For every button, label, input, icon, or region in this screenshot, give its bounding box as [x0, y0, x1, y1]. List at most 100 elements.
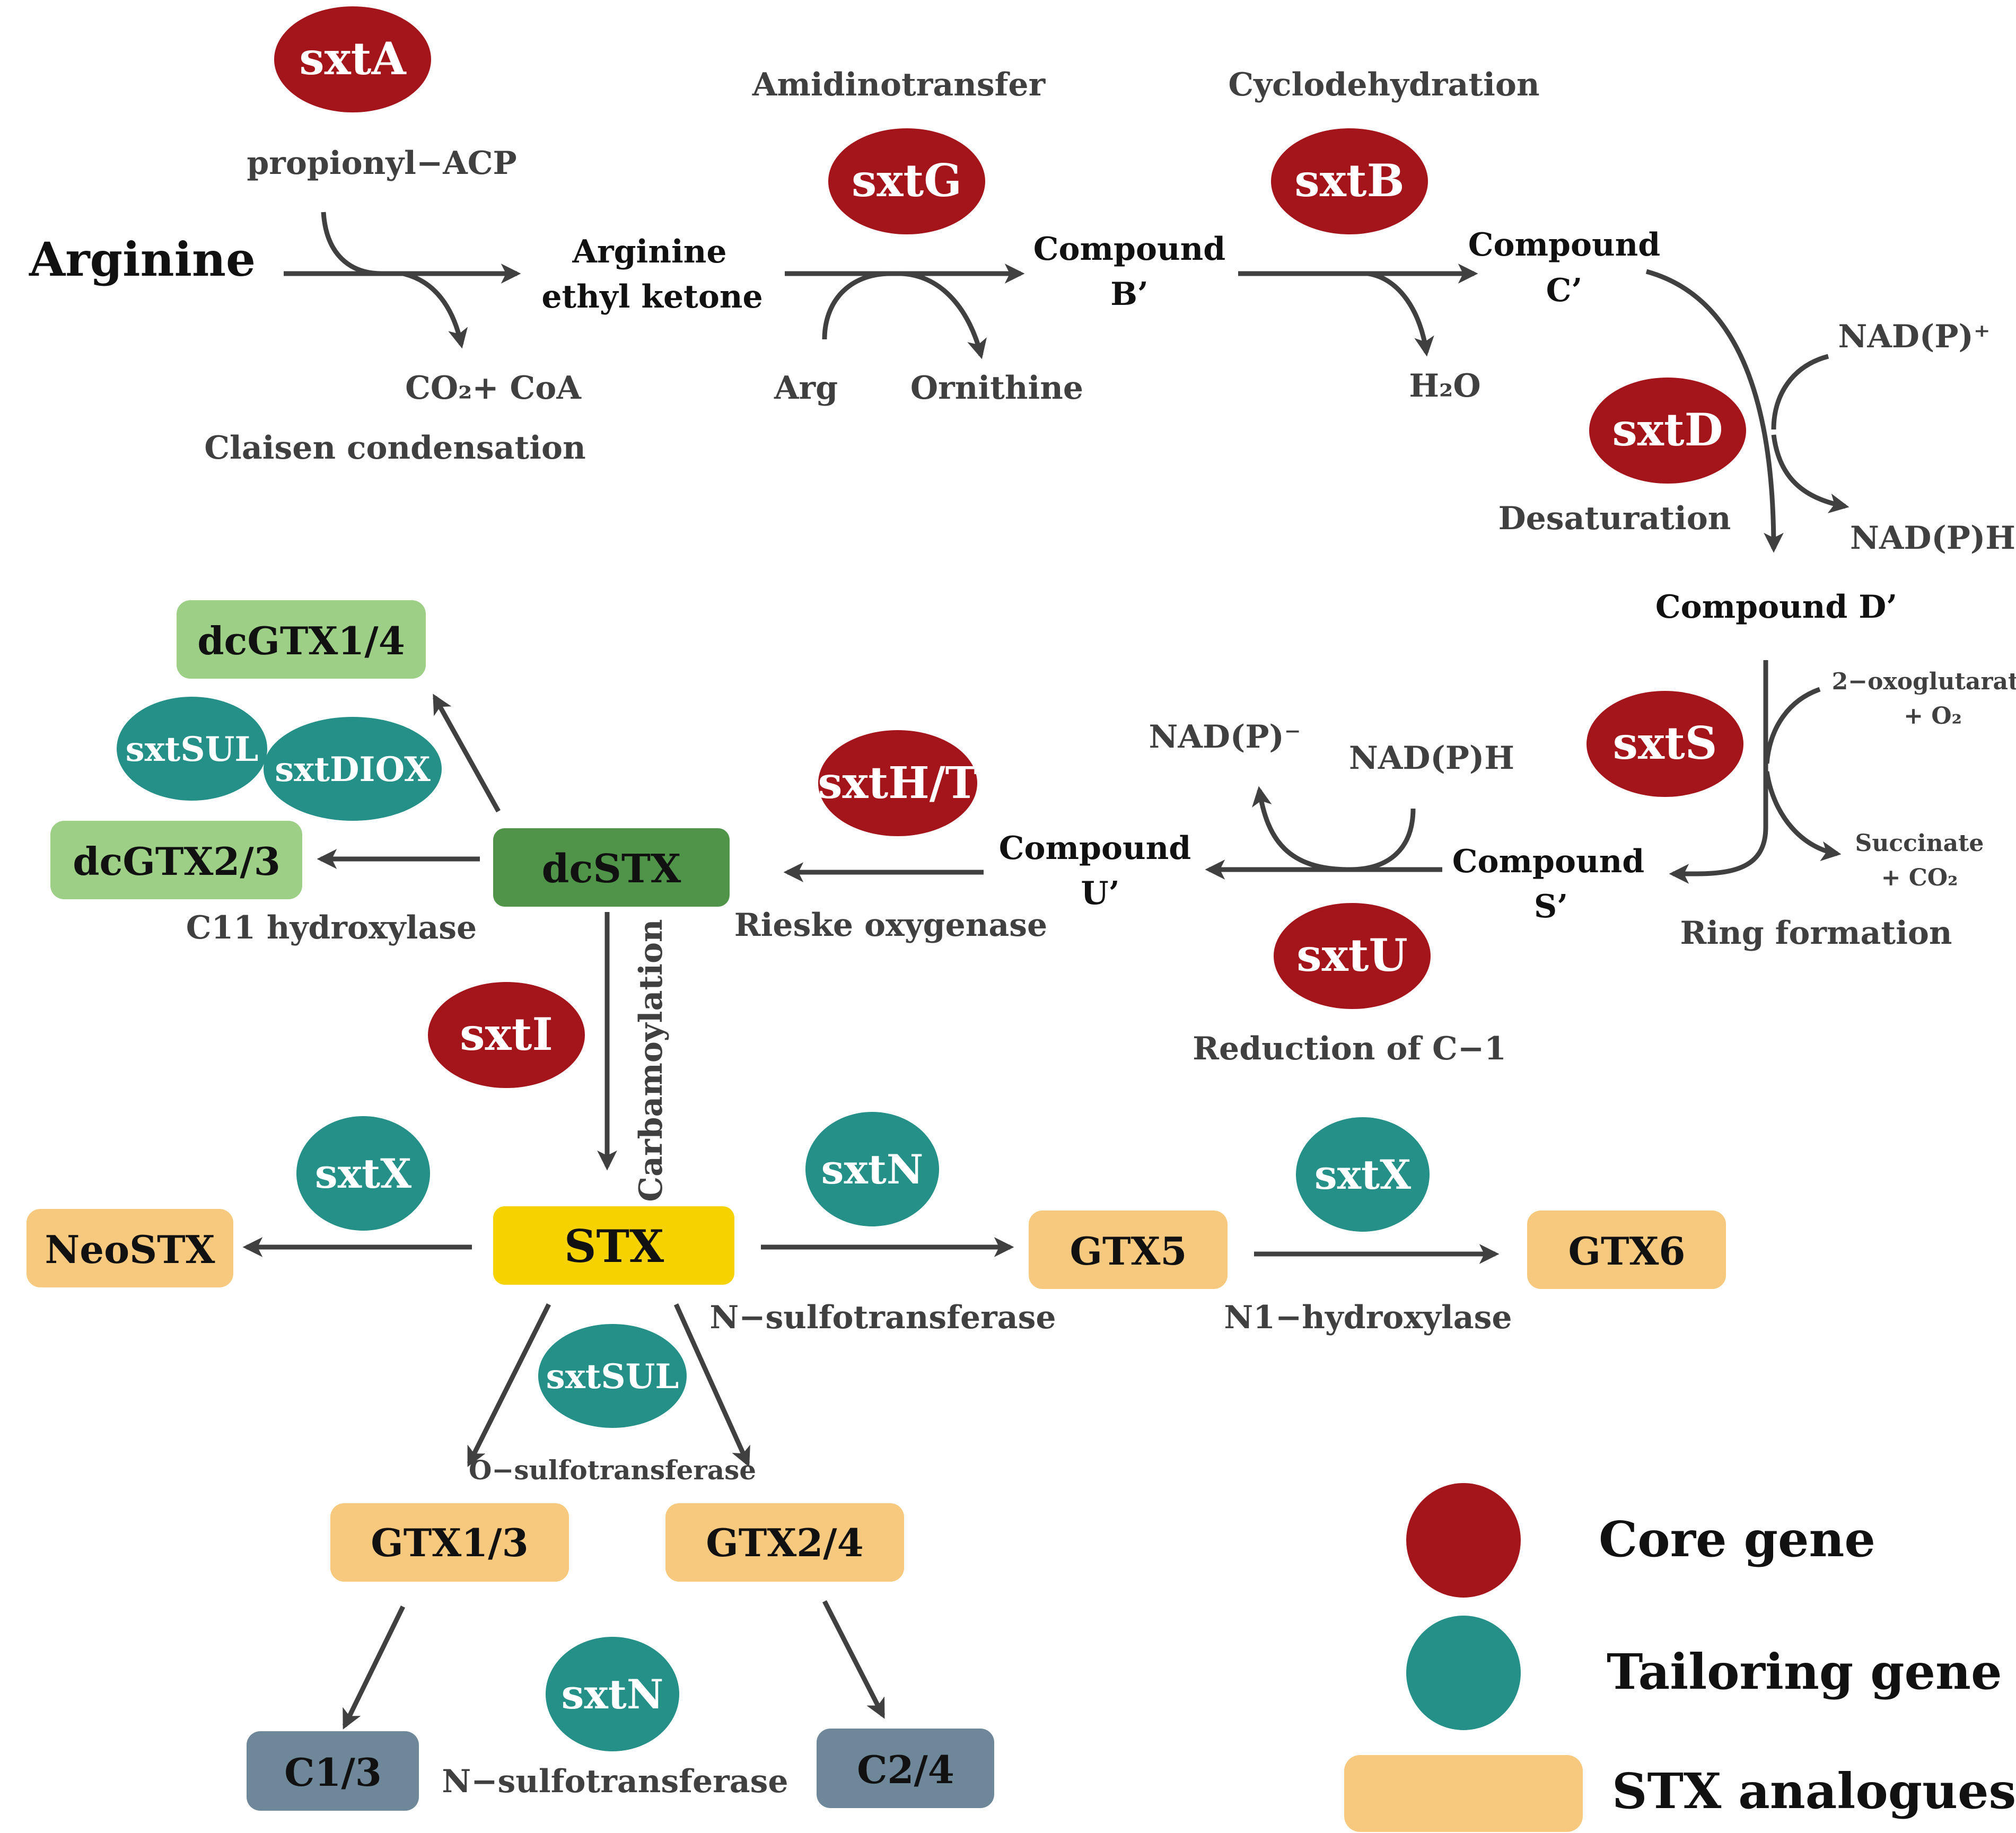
curve-propionyl-in — [321, 212, 382, 276]
gene-sxtn-top: sxtN — [805, 1112, 939, 1226]
arrow-dcstx-to-dcgtx14 — [433, 694, 501, 813]
dcgtx14-box: dcGTX1/4 — [177, 600, 426, 679]
nadph-label-u: NAD(P)H — [1349, 740, 1514, 777]
nadph-label-d: NAD(P)H — [1850, 520, 2015, 557]
stx-box: STX — [493, 1206, 734, 1285]
rieske-oxygenase-label: Rieske oxygenase — [734, 907, 1047, 944]
gene-sxtx-left: sxtX — [296, 1116, 430, 1231]
legend-tailoring-swatch — [1406, 1616, 1521, 1730]
legend: Core gene Tailoring gene STX analogues — [1344, 1483, 2016, 1832]
gene-sxtsul-bottom: sxtSUL — [538, 1324, 687, 1428]
gtx5-label: GTX5 — [1070, 1229, 1187, 1274]
curve-nadp-in — [1771, 354, 1829, 430]
gene-sxtsul-top: sxtSUL — [117, 697, 267, 801]
legend-analogues-label: STX analogues — [1612, 1762, 2016, 1820]
co2-label: + CO₂ — [1881, 864, 1958, 891]
arginine-label: Arginine — [29, 232, 256, 287]
c11-hydroxylase-label: C11 hydroxylase — [186, 909, 477, 946]
compound-d-label: Compound D’ — [1655, 589, 1897, 626]
nadp-minus-label: NAD(P)⁻ — [1149, 718, 1301, 756]
compound-c-line1: Compound — [1468, 226, 1660, 264]
oxoglutarate-label: 2−oxoglutarate — [1832, 668, 2016, 695]
gene-sxtx-right-label: sxtX — [1314, 1151, 1411, 1198]
c24-box: C2/4 — [817, 1729, 994, 1808]
gene-sxta: sxtA — [274, 6, 431, 112]
gene-sxtn-bottom: sxtN — [546, 1637, 679, 1751]
gene-sxti-label: sxtI — [460, 1008, 553, 1060]
curve-h2o-out — [1368, 271, 1434, 357]
o2-label: + O₂ — [1904, 703, 1962, 730]
neostx-box: NeoSTX — [27, 1209, 233, 1287]
arrow-d-to-s — [1669, 660, 1768, 884]
arginine-ethyl-ketone-line2: ethyl ketone — [541, 278, 762, 315]
gene-sxtd: sxtD — [1589, 378, 1746, 484]
curve-arg-in — [822, 271, 891, 340]
legend-analogue-swatch — [1344, 1755, 1583, 1832]
gtx5-box: GTX5 — [1029, 1211, 1228, 1289]
amidinotransfer-label: Amidinotransfer — [752, 66, 1046, 103]
dcgtx14-label: dcGTX1/4 — [197, 618, 405, 663]
gene-sxtx-right: sxtX — [1296, 1117, 1430, 1232]
dcstx-box: dcSTX — [493, 828, 730, 907]
legend-core-swatch — [1406, 1483, 1521, 1598]
gtx24-box: GTX2/4 — [665, 1503, 904, 1582]
n-sulfotransferase-bottom-label: N−sulfotransferase — [442, 1763, 788, 1800]
compound-s-line1: Compound — [1452, 843, 1644, 880]
desaturation-label: Desaturation — [1498, 500, 1731, 537]
legend-tailoring-label: Tailoring gene — [1607, 1643, 2002, 1700]
reduction-c1-label: Reduction of C−1 — [1193, 1030, 1506, 1067]
dcgtx23-label: dcGTX2/3 — [73, 839, 281, 884]
gene-sxti: sxtI — [428, 982, 585, 1088]
pathway-arrows — [242, 212, 1850, 1730]
curve-nadp-out — [1252, 786, 1350, 872]
cyclodehydration-label: Cyclodehydration — [1228, 66, 1539, 103]
co2-coa-label: CO₂+ CoA — [405, 370, 582, 407]
gene-sxtb: sxtB — [1271, 128, 1428, 234]
gene-sxtg-label: sxtG — [852, 154, 962, 207]
gtx6-box: GTX6 — [1527, 1211, 1726, 1289]
arg-label: Arg — [774, 370, 838, 407]
o-sulfotransferase-label: O−sulfotransferase — [469, 1454, 756, 1486]
compound-b-line2: B’ — [1110, 276, 1149, 313]
compound-b-line1: Compound — [1033, 231, 1225, 268]
gene-sxtdiox: sxtDIOX — [264, 717, 442, 821]
gene-sxtu: sxtU — [1274, 903, 1431, 1009]
curve-co2-out — [402, 271, 468, 349]
gene-sxtu-label: sxtU — [1296, 929, 1407, 981]
curve-ornithine-out — [901, 271, 987, 359]
compound-c-line2: C’ — [1546, 272, 1583, 309]
arrow-stx-to-gtx13 — [467, 1303, 551, 1467]
gene-sxtht: sxtH/T — [818, 730, 978, 836]
compound-u-line1: Compound — [999, 830, 1191, 867]
arginine-ethyl-ketone-line1: Arginine — [572, 233, 726, 270]
arrow-gtx24-to-c24 — [822, 1600, 886, 1719]
gene-sxtg: sxtG — [828, 128, 985, 234]
nadp-plus-label: NAD(P)⁺ — [1838, 318, 1991, 355]
gene-sxta-label: sxtA — [299, 32, 407, 85]
dcgtx23-box: dcGTX2/3 — [50, 821, 302, 899]
ornithine-label: Ornithine — [910, 370, 1083, 407]
curve-oxoglutarate-in — [1764, 687, 1821, 764]
gene-sxtd-label: sxtD — [1612, 404, 1723, 456]
gtx6-label: GTX6 — [1568, 1229, 1685, 1274]
h2o-label: H₂O — [1409, 367, 1480, 405]
curve-succinate-out — [1764, 771, 1842, 862]
neostx-label: NeoSTX — [45, 1227, 215, 1272]
stx-label: STX — [564, 1220, 664, 1273]
succinate-label: Succinate — [1855, 830, 1984, 857]
curve-nadph-out — [1771, 434, 1850, 513]
gtx13-label: GTX1/3 — [371, 1520, 528, 1565]
compound-u-line2: U’ — [1081, 875, 1119, 912]
carbamoylation-label: Carbamoylation — [633, 919, 670, 1201]
gene-sxtx-left-label: sxtX — [315, 1150, 411, 1197]
compound-s-line2: S’ — [1534, 888, 1568, 925]
curve-nadph-in — [1349, 808, 1416, 872]
arrow-gtx13-to-c13 — [342, 1606, 406, 1730]
c13-label: C1/3 — [284, 1750, 382, 1795]
gene-sxtn-top-label: sxtN — [821, 1146, 924, 1193]
n-sulfotransferase-top-label: N−sulfotransferase — [709, 1299, 1056, 1336]
claisen-condensation-label: Claisen condensation — [204, 429, 585, 467]
c24-label: C2/4 — [857, 1747, 954, 1792]
gene-sxtht-label: sxtH/T — [818, 758, 977, 809]
